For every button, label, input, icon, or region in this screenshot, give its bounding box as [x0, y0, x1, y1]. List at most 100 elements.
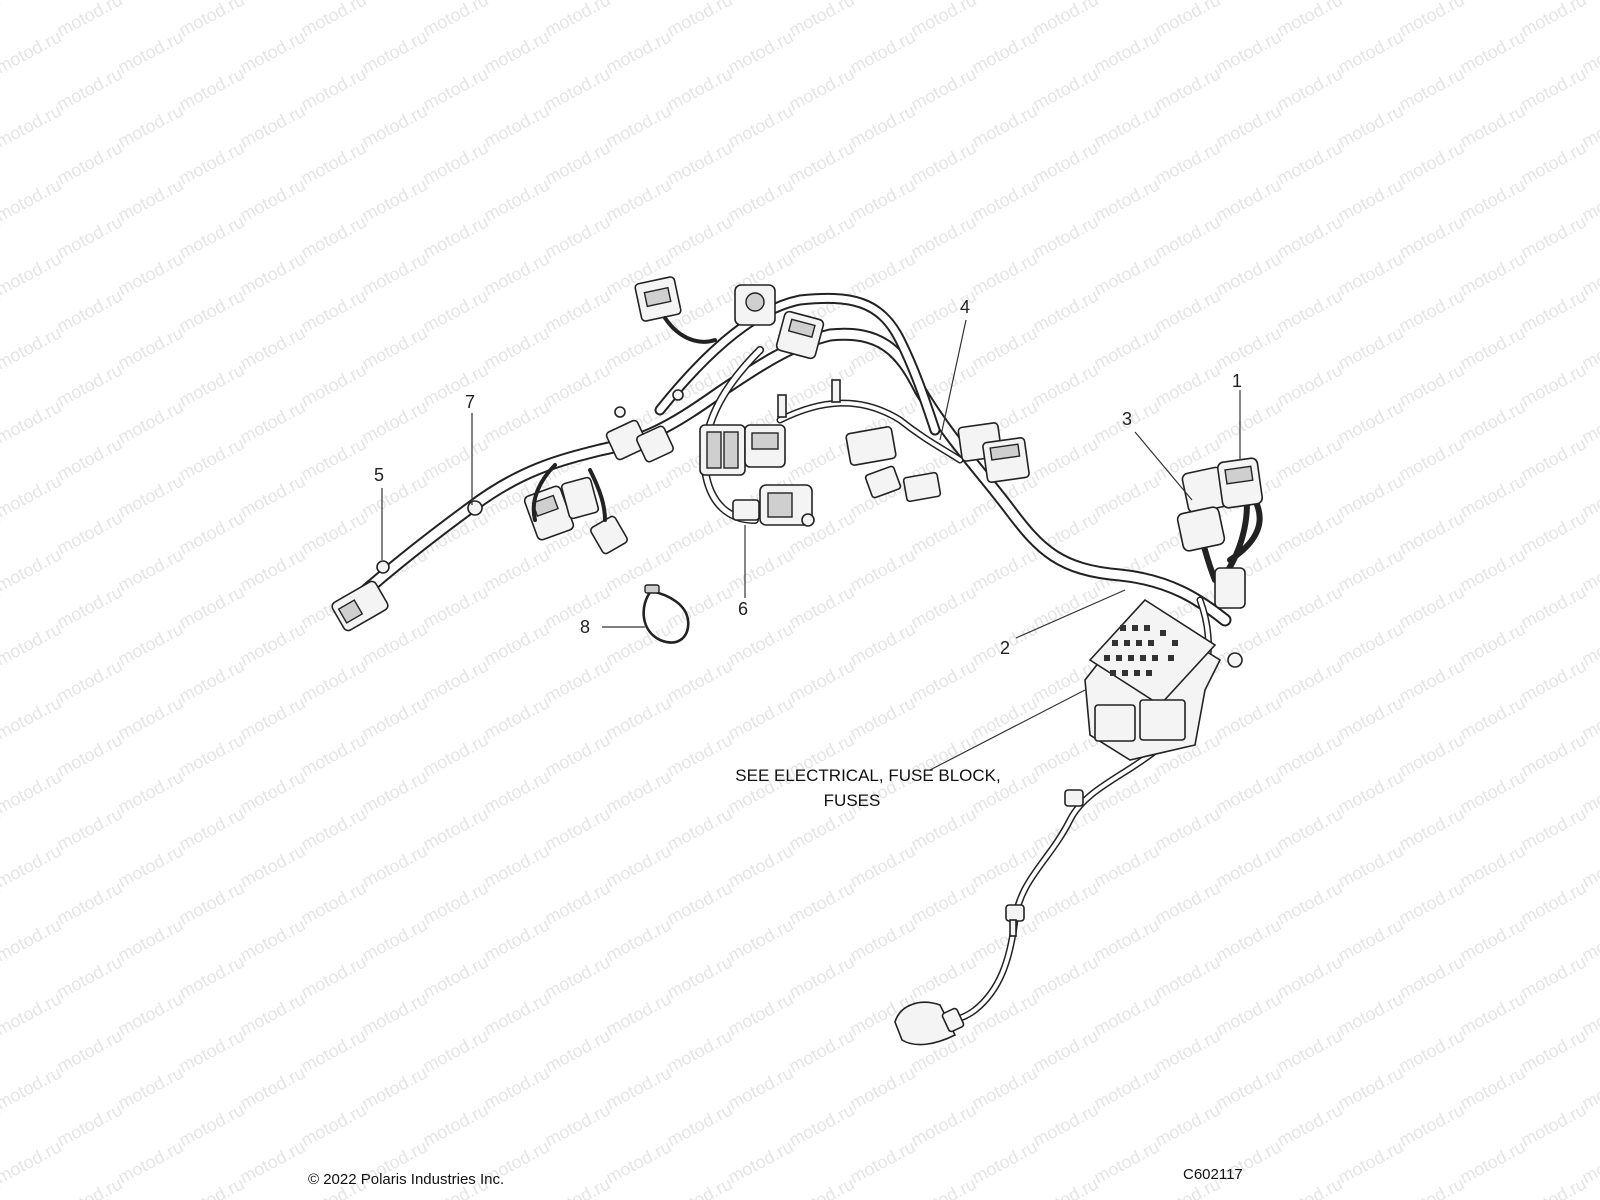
- watermark-text: motod.ru: [480, 915, 552, 966]
- watermark-text: motod.ru: [480, 0, 552, 4]
- watermark-text: motod.ru: [1395, 804, 1467, 855]
- watermark-text: motod.ru: [1517, 1174, 1589, 1200]
- watermark-text: motod.ru: [602, 27, 674, 78]
- watermark-text: motod.ru: [1334, 767, 1406, 818]
- watermark-text: motod.ru: [114, 841, 186, 892]
- watermark-text: motod.ru: [419, 138, 491, 189]
- watermark-text: motod.ru: [1334, 545, 1406, 596]
- watermark-text: motod.ru: [541, 804, 613, 855]
- watermark-text: motod.ru: [541, 656, 613, 707]
- watermark-text: motod.ru: [968, 0, 1040, 4]
- watermark-text: motod.ru: [1273, 656, 1345, 707]
- watermark-text: motod.ru: [236, 0, 308, 4]
- watermark-text: motod.ru: [419, 730, 491, 781]
- watermark-text: motod.ru: [1273, 434, 1345, 485]
- watermark-text: motod.ru: [1212, 1063, 1284, 1114]
- watermark-text: motod.ru: [846, 101, 918, 152]
- watermark-text: motod.ru: [0, 175, 65, 226]
- watermark-text: motod.ru: [1334, 27, 1406, 78]
- watermark-text: motod.ru: [53, 212, 125, 263]
- watermark-text: motod.ru: [1090, 175, 1162, 226]
- watermark-text: motod.ru: [297, 286, 369, 337]
- watermark-text: motod.ru: [1273, 360, 1345, 411]
- watermark-text: motod.ru: [846, 0, 918, 4]
- watermark-text: motod.ru: [1517, 804, 1589, 855]
- watermark-text: motod.ru: [236, 989, 308, 1040]
- watermark-text: motod.ru: [358, 0, 430, 4]
- watermark-text: motod.ru: [1517, 878, 1589, 929]
- watermark-text: motod.ru: [1273, 138, 1345, 189]
- figure-code: C602117: [1183, 1166, 1243, 1183]
- watermark-text: motod.ru: [236, 323, 308, 374]
- watermark-text: motod.ru: [602, 693, 674, 744]
- watermark-text: motod.ru: [0, 27, 65, 78]
- watermark-text: motod.ru: [1456, 545, 1528, 596]
- watermark-text: motod.ru: [785, 952, 857, 1003]
- watermark-text: motod.ru: [785, 212, 857, 263]
- watermark-text: motod.ru: [1090, 915, 1162, 966]
- watermark-text: motod.ru: [1029, 730, 1101, 781]
- watermark-text: motod.ru: [0, 1137, 65, 1188]
- watermark-text: motod.ru: [846, 693, 918, 744]
- watermark-text: motod.ru: [1334, 323, 1406, 374]
- watermark-text: motod.ru: [480, 619, 552, 670]
- watermark-text: motod.ru: [175, 64, 247, 115]
- watermark-text: motod.ru: [175, 286, 247, 337]
- watermark-text: motod.ru: [419, 1100, 491, 1151]
- watermark-text: motod.ru: [1517, 508, 1589, 559]
- watermark-text: motod.ru: [419, 582, 491, 633]
- watermark-text: motod.ru: [419, 434, 491, 485]
- watermark-text: motod.ru: [1517, 64, 1589, 115]
- watermark-text: motod.ru: [968, 323, 1040, 374]
- watermark-text: motod.ru: [419, 286, 491, 337]
- watermark-text: motod.ru: [1456, 915, 1528, 966]
- watermark-text: motod.ru: [602, 471, 674, 522]
- watermark-text: motod.ru: [175, 360, 247, 411]
- watermark-text: motod.ru: [1212, 693, 1284, 744]
- watermark-text: motod.ru: [1029, 1174, 1101, 1200]
- watermark-text: motod.ru: [663, 64, 735, 115]
- watermark-text: motod.ru: [907, 508, 979, 559]
- watermark-text: motod.ru: [663, 730, 735, 781]
- watermark-text: motod.ru: [846, 545, 918, 596]
- watermark-text: motod.ru: [114, 693, 186, 744]
- watermark-text: motod.ru: [1151, 952, 1223, 1003]
- watermark-text: motod.ru: [0, 471, 65, 522]
- watermark-text: motod.ru: [1029, 0, 1101, 41]
- watermark-text: motod.ru: [1273, 286, 1345, 337]
- watermark-text: motod.ru: [846, 915, 918, 966]
- watermark-text: motod.ru: [419, 1026, 491, 1077]
- watermark-text: motod.ru: [0, 989, 65, 1040]
- fuse-block: [1084, 598, 1222, 761]
- callout-4: 4: [960, 297, 970, 317]
- watermark-text: motod.ru: [1151, 138, 1223, 189]
- watermark-text: motod.ru: [1334, 619, 1406, 670]
- watermark-text: motod.ru: [1395, 434, 1467, 485]
- watermark-text: motod.ru: [53, 1026, 125, 1077]
- watermark-text: motod.ru: [602, 175, 674, 226]
- watermark-text: motod.ru: [968, 989, 1040, 1040]
- watermark-text: motod.ru: [236, 1137, 308, 1188]
- watermark-text: motod.ru: [785, 138, 857, 189]
- watermark-text: motod.ru: [358, 397, 430, 448]
- watermark-text: motod.ru: [175, 434, 247, 485]
- watermark-text: motod.ru: [968, 101, 1040, 152]
- watermark-text: motod.ru: [0, 545, 65, 596]
- watermark-text: motod.ru: [297, 212, 369, 263]
- watermark-text: motod.ru: [1029, 1100, 1101, 1151]
- watermark-text: motod.ru: [541, 0, 613, 41]
- watermark-text: motod.ru: [114, 471, 186, 522]
- watermark-text: motod.ru: [1090, 323, 1162, 374]
- watermark-text: motod.ru: [53, 508, 125, 559]
- watermark-text: motod.ru: [541, 64, 613, 115]
- watermark-text: motod.ru: [236, 619, 308, 670]
- watermark-text: motod.ru: [175, 730, 247, 781]
- watermark-text: motod.ru: [53, 0, 125, 41]
- watermark-text: motod.ru: [175, 138, 247, 189]
- watermark-text: motod.ru: [53, 434, 125, 485]
- watermark-text: motod.ru: [114, 0, 186, 4]
- watermark-text: motod.ru: [724, 989, 796, 1040]
- watermark-text: motod.ru: [297, 1100, 369, 1151]
- watermark-text: motod.ru: [236, 27, 308, 78]
- watermark-text: motod.ru: [419, 64, 491, 115]
